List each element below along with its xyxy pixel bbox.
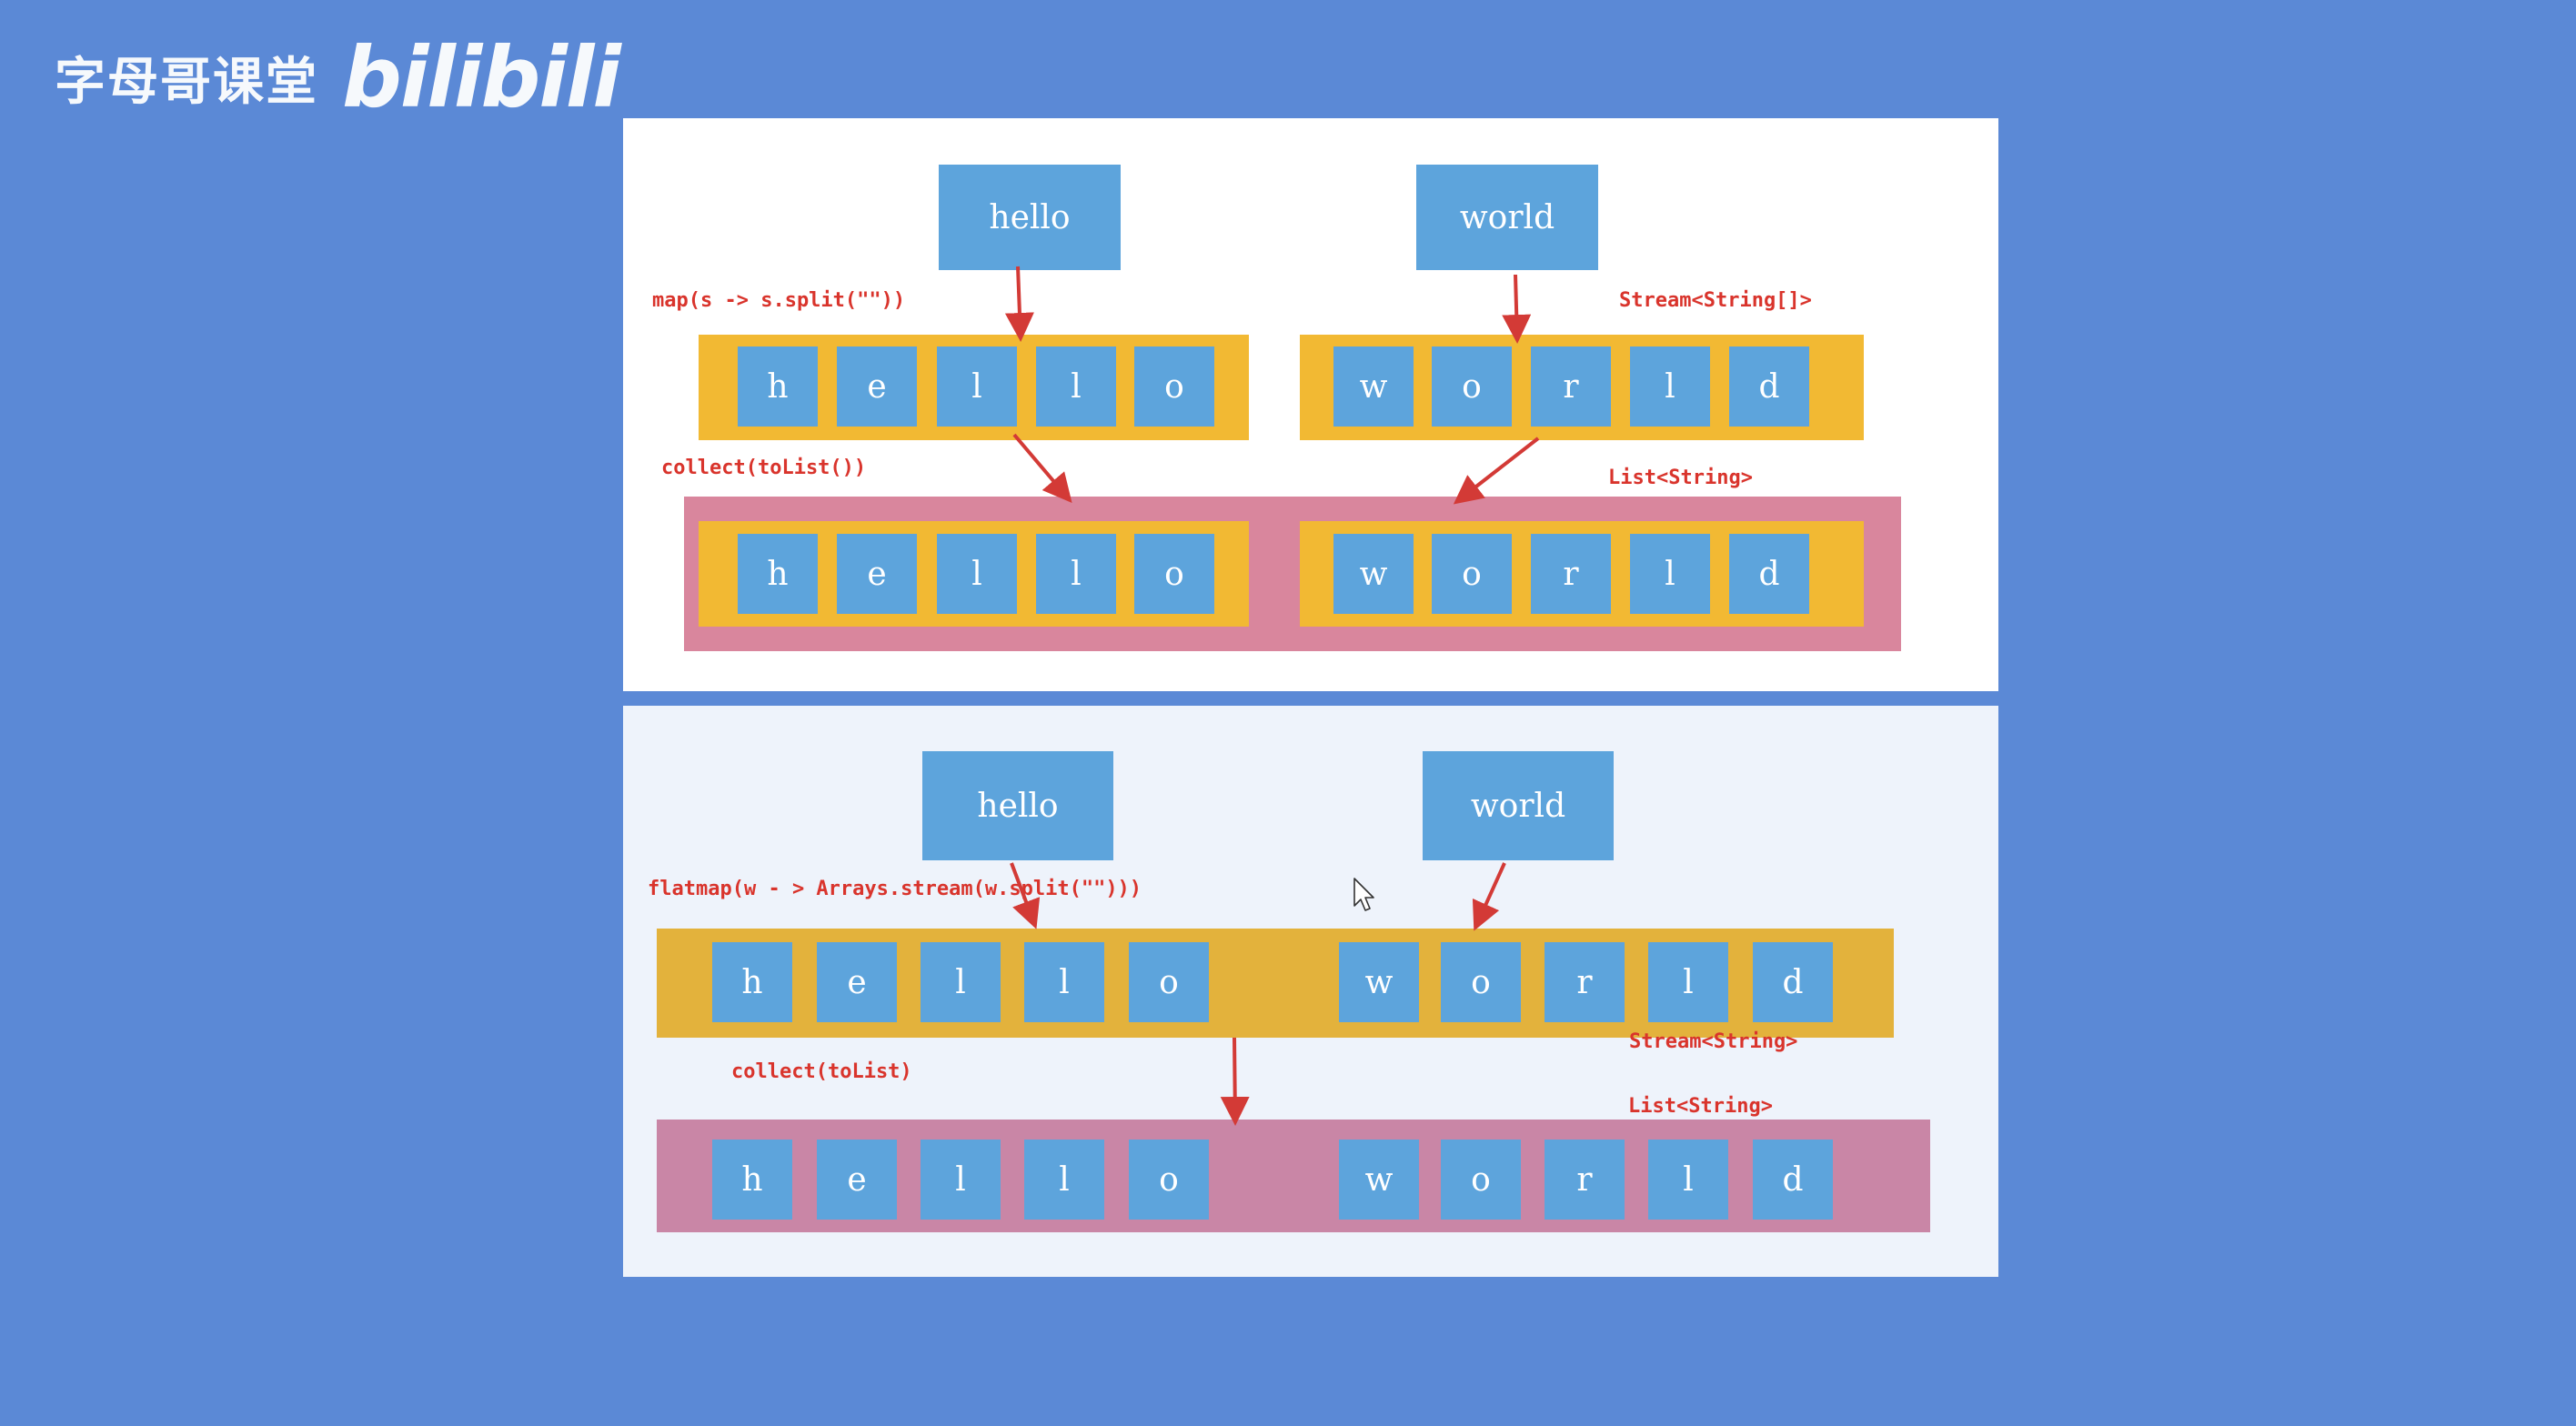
flat-list-world-letter: w bbox=[1339, 1140, 1419, 1220]
collect-label: collect(toList()) bbox=[661, 457, 867, 479]
map-label: map(s -> s.split("")) bbox=[652, 289, 906, 312]
flat-list-hello-letter: e bbox=[817, 1140, 897, 1220]
top-world-letter: o bbox=[1432, 346, 1512, 427]
flat-list-hello-letter: o bbox=[1129, 1140, 1209, 1220]
list-label: List<String> bbox=[1608, 467, 1753, 489]
top-world-letter: l bbox=[1630, 346, 1710, 427]
flat-list-world-letter: d bbox=[1753, 1140, 1833, 1220]
flat-list-world-letter: l bbox=[1648, 1140, 1728, 1220]
bottom-word-world: world bbox=[1423, 751, 1614, 860]
bilibili-logo: bilibili bbox=[342, 28, 621, 126]
flat-list-world-letter: r bbox=[1545, 1140, 1625, 1220]
top-hello-letter: o bbox=[1134, 346, 1214, 427]
top-word-hello: hello bbox=[939, 165, 1121, 270]
top-hello-letter: h bbox=[738, 346, 818, 427]
list-hello-letter: l bbox=[937, 534, 1017, 614]
stream-array-label: Stream<String[]> bbox=[1619, 289, 1812, 312]
flat-list-world-letter: o bbox=[1441, 1140, 1521, 1220]
list-world-letter: l bbox=[1630, 534, 1710, 614]
top-word-world: world bbox=[1416, 165, 1598, 270]
list-hello-letter: e bbox=[837, 534, 917, 614]
stream-world-letter: l bbox=[1648, 942, 1728, 1022]
stream-world-letter: d bbox=[1753, 942, 1833, 1022]
stream-world-letter: r bbox=[1545, 942, 1625, 1022]
list-world-letter: r bbox=[1531, 534, 1611, 614]
stream-hello-letter: l bbox=[921, 942, 1001, 1022]
bottom-list-label: List<String> bbox=[1628, 1095, 1773, 1118]
stream-world-letter: w bbox=[1339, 942, 1419, 1022]
list-hello-letter: o bbox=[1134, 534, 1214, 614]
list-world-letter: d bbox=[1729, 534, 1809, 614]
list-hello-letter: l bbox=[1036, 534, 1116, 614]
list-world-letter: o bbox=[1432, 534, 1512, 614]
bottom-word-hello: hello bbox=[922, 751, 1113, 860]
stream-world-letter: o bbox=[1441, 942, 1521, 1022]
top-hello-letter: l bbox=[937, 346, 1017, 427]
top-hello-letter: e bbox=[837, 346, 917, 427]
list-hello-letter: h bbox=[738, 534, 818, 614]
flat-list-hello-letter: l bbox=[1024, 1140, 1104, 1220]
watermark: 字母哥课堂 bilibili bbox=[55, 27, 621, 127]
top-world-letter: d bbox=[1729, 346, 1809, 427]
top-world-letter: w bbox=[1333, 346, 1414, 427]
list-world-letter: w bbox=[1333, 534, 1414, 614]
collect-tolist-label: collect(toList) bbox=[731, 1060, 912, 1083]
stream-hello-letter: h bbox=[712, 942, 792, 1022]
stream-hello-letter: e bbox=[817, 942, 897, 1022]
stream-hello-letter: o bbox=[1129, 942, 1209, 1022]
stream-hello-letter: l bbox=[1024, 942, 1104, 1022]
flat-list-hello-letter: h bbox=[712, 1140, 792, 1220]
watermark-text: 字母哥课堂 bbox=[55, 52, 318, 112]
stream-string-label: Stream<String> bbox=[1629, 1030, 1798, 1053]
top-hello-letter: l bbox=[1036, 346, 1116, 427]
top-world-letter: r bbox=[1531, 346, 1611, 427]
flat-list-hello-letter: l bbox=[921, 1140, 1001, 1220]
flatmap-label: flatmap(w - > Arrays.stream(w.split(""))… bbox=[648, 878, 1142, 900]
